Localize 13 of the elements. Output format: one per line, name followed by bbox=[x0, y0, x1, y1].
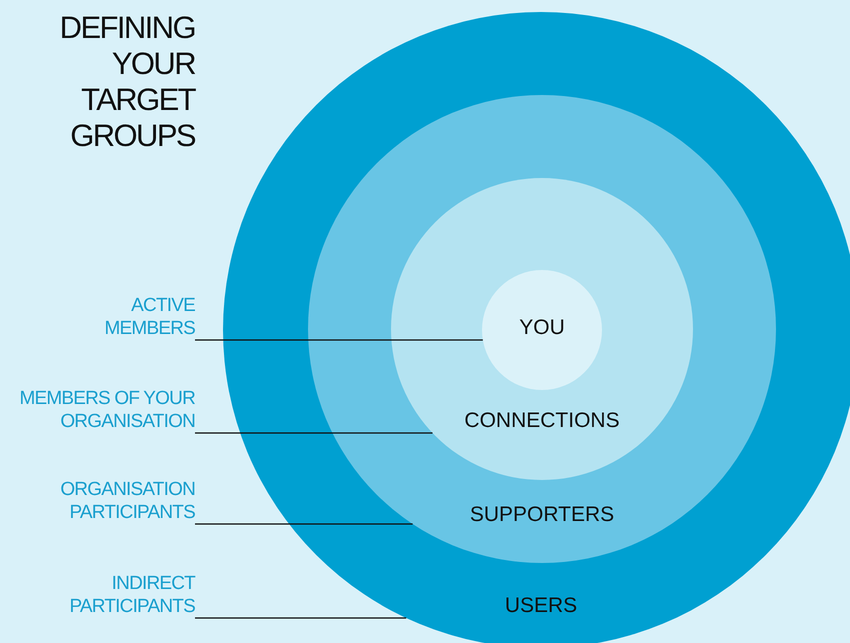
ring-label: CONNECTIONS bbox=[464, 409, 620, 432]
ring-label: SUPPORTERS bbox=[470, 503, 614, 526]
leader-line bbox=[195, 523, 413, 525]
leader-line bbox=[195, 617, 406, 619]
ring-label: YOU bbox=[519, 316, 565, 339]
leader-line bbox=[195, 339, 483, 341]
callout-label: MEMBERS OF YOUR ORGANISATION bbox=[0, 387, 195, 433]
callout-label: ACTIVE MEMBERS bbox=[65, 294, 195, 340]
leader-line bbox=[195, 432, 433, 434]
ring-label: USERS bbox=[504, 594, 578, 617]
title: DEFINING YOUR TARGET GROUPS bbox=[58, 10, 195, 154]
callout-label: INDIRECT PARTICIPANTS bbox=[45, 572, 195, 618]
callout-label: ORGANISATION PARTICIPANTS bbox=[15, 478, 195, 524]
